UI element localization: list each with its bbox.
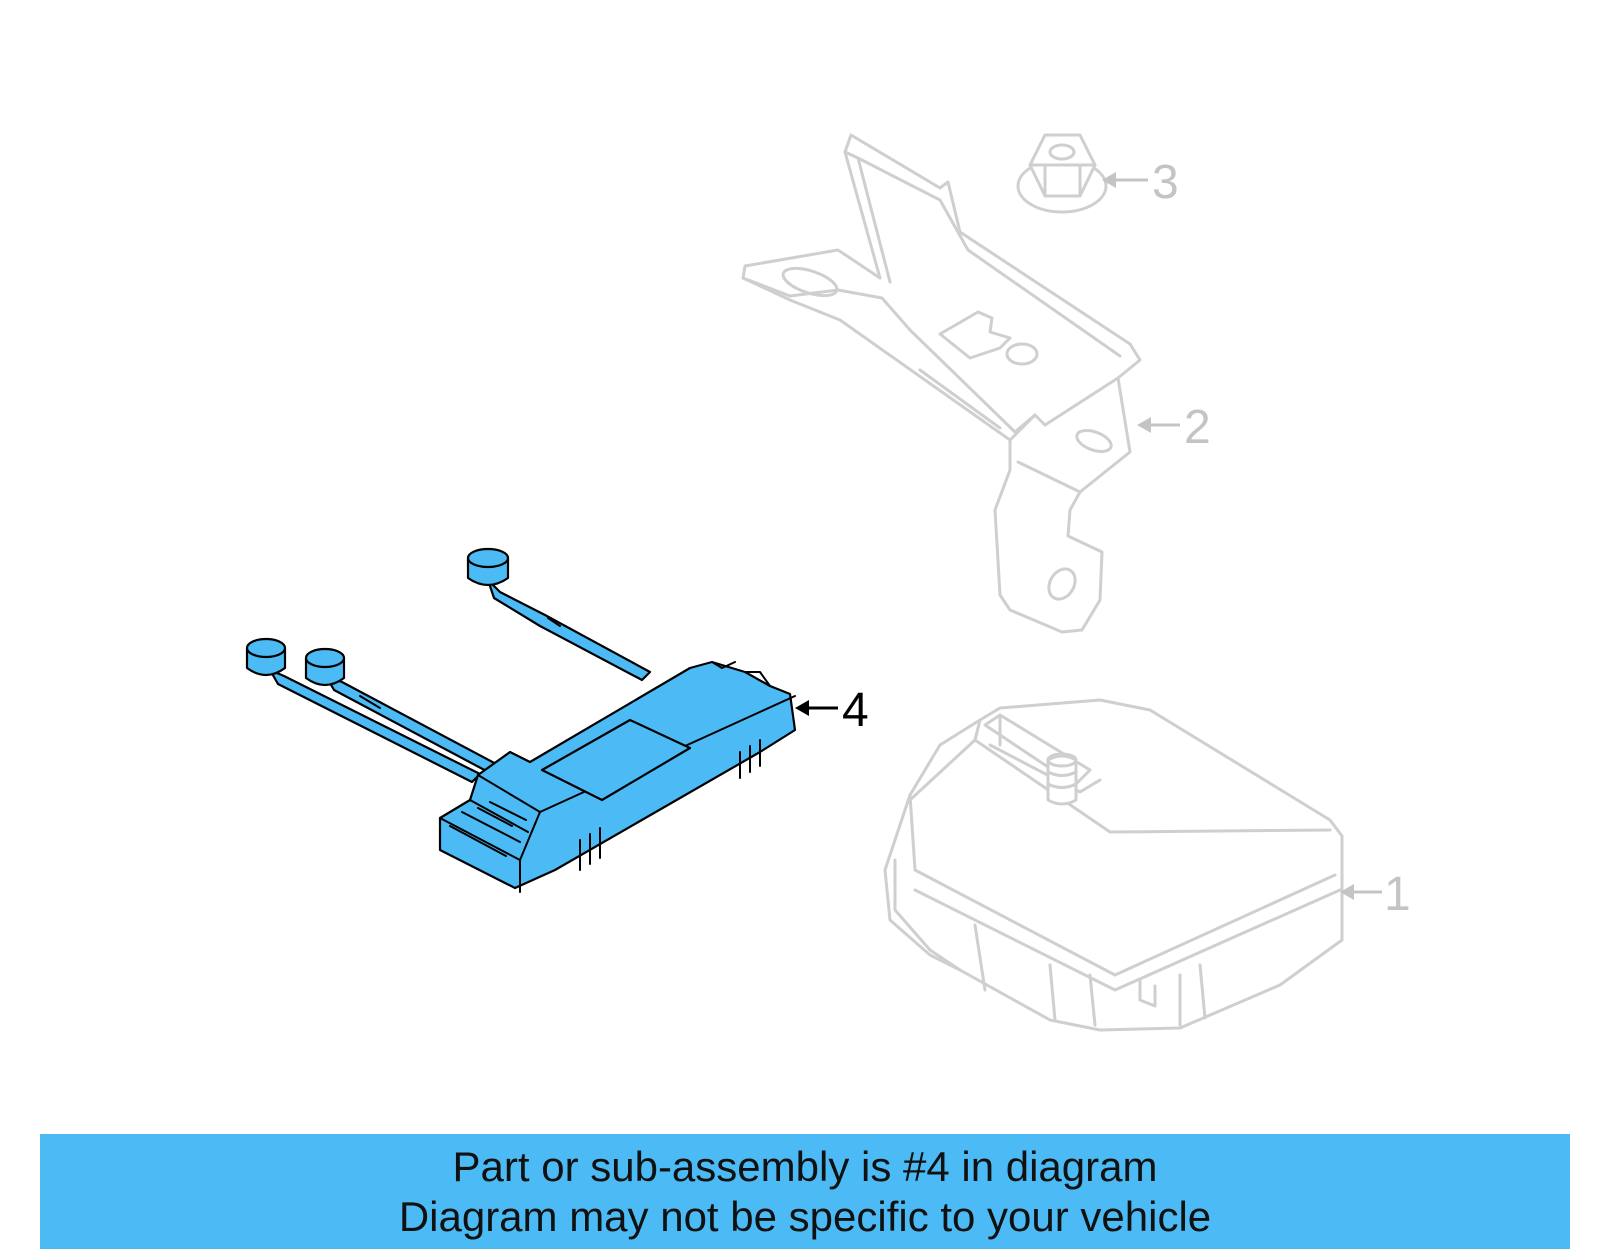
parts-diagram: 3 2 1 4: [245, 133, 1411, 1032]
callout-1-label: 1: [1384, 868, 1411, 921]
callout-4-label: 4: [842, 684, 869, 737]
disclaimer-banner: Part or sub-assembly is #4 in diagram Di…: [40, 1134, 1570, 1249]
callout-4: 4: [795, 684, 869, 737]
part-1-module: [883, 698, 1344, 1032]
callout-2-label: 2: [1184, 401, 1211, 454]
part-2-bracket: [741, 133, 1142, 634]
callout-3: 3: [1102, 156, 1179, 209]
banner-line-part-number: Part or sub-assembly is #4 in diagram: [452, 1143, 1158, 1190]
callout-1: 1: [1340, 868, 1411, 921]
part-4-sensor-module: [245, 547, 797, 893]
banner-line-disclaimer: Diagram may not be specific to your vehi…: [398, 1193, 1212, 1240]
callout-3-label: 3: [1152, 156, 1179, 209]
part-3-nut: [1016, 133, 1108, 214]
callout-2: 2: [1137, 401, 1211, 454]
